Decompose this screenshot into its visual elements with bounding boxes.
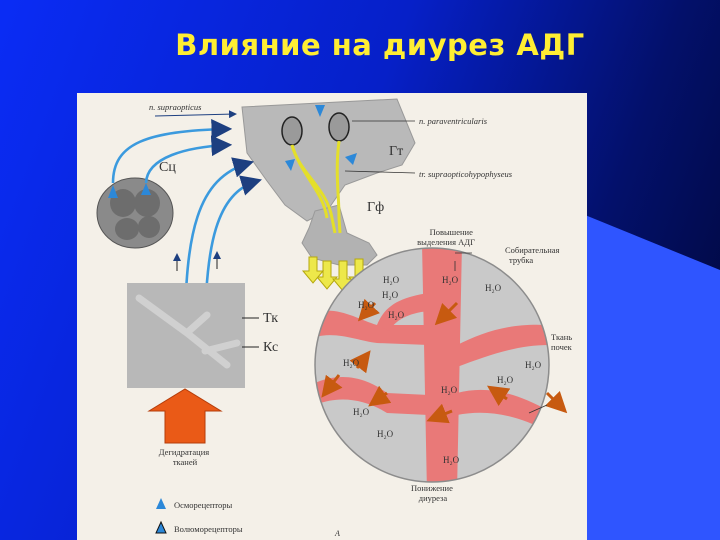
volumoreceptor-icon [155, 520, 167, 534]
legend: Осморецепторы Волюморецепторы [155, 498, 243, 534]
supraopticus-arrow [154, 110, 237, 119]
water-label: H₂O [443, 455, 460, 465]
nucleus-left [281, 116, 303, 146]
label-gt: Гт [389, 144, 403, 159]
label-kidney-tissue: Ткань почек [551, 332, 574, 352]
pituitary [301, 204, 378, 266]
water-label: H₂O [442, 275, 459, 285]
water-label: H₂O [525, 360, 542, 370]
water-label: H₂O [485, 283, 502, 293]
label-paraventricularis: n. paraventricularis [419, 116, 488, 126]
label-collecting-duct: Собирательная трубка [505, 245, 562, 265]
nucleus-right [328, 112, 350, 142]
water-label: H₂O [441, 385, 458, 395]
water-label: H₂O [377, 429, 394, 439]
water-label: H₂O [388, 310, 405, 320]
label-sc: Сц [159, 160, 176, 175]
label-ks: Кс [263, 340, 278, 355]
neurosecretory-tract [290, 140, 342, 234]
osmoreceptor-icon [156, 498, 166, 509]
water-label: H₂O [497, 375, 514, 385]
water-label: H₂O [382, 290, 399, 300]
dehydration-arrow [147, 388, 223, 444]
label-gf: Гф [367, 200, 384, 215]
water-reabsorption-arrows [321, 298, 568, 424]
leader-lines [344, 120, 548, 414]
heart [96, 177, 174, 249]
water-labels: H₂O H₂O H₂O H₂O H₂O H₂O H₂O H₂O H₂O H₂O … [343, 275, 542, 465]
adh-diuresis-diagram: n. supraopticus n. paraventricularis tr.… [77, 93, 587, 540]
water-label: H₂O [383, 275, 400, 285]
label-decrease: Понижение диуреза [411, 483, 455, 503]
hypothalamus-receptors [285, 105, 357, 171]
up-arrows [173, 251, 221, 271]
legend-label: Осморецепторы [174, 500, 233, 510]
figure-letter: А [334, 529, 340, 538]
water-label: H₂O [353, 407, 370, 417]
label-increase: Повышение выделения АДГ [417, 227, 475, 247]
water-label: H₂O [343, 358, 360, 368]
tissue-capillary [135, 294, 241, 369]
slide-title: Влияние на диурез АДГ [175, 28, 585, 62]
legend-label: Волюморецепторы [174, 524, 243, 534]
label-tractus: tr. supraopticohypophyseus [419, 169, 513, 179]
label-tk: Тк [263, 311, 278, 326]
label-supraopticus: n. supraopticus [149, 102, 202, 112]
decorative-blue-shape [585, 215, 720, 540]
label-dehydration: Дегидратация тканей [159, 447, 212, 467]
water-label: H₂O [358, 300, 375, 310]
